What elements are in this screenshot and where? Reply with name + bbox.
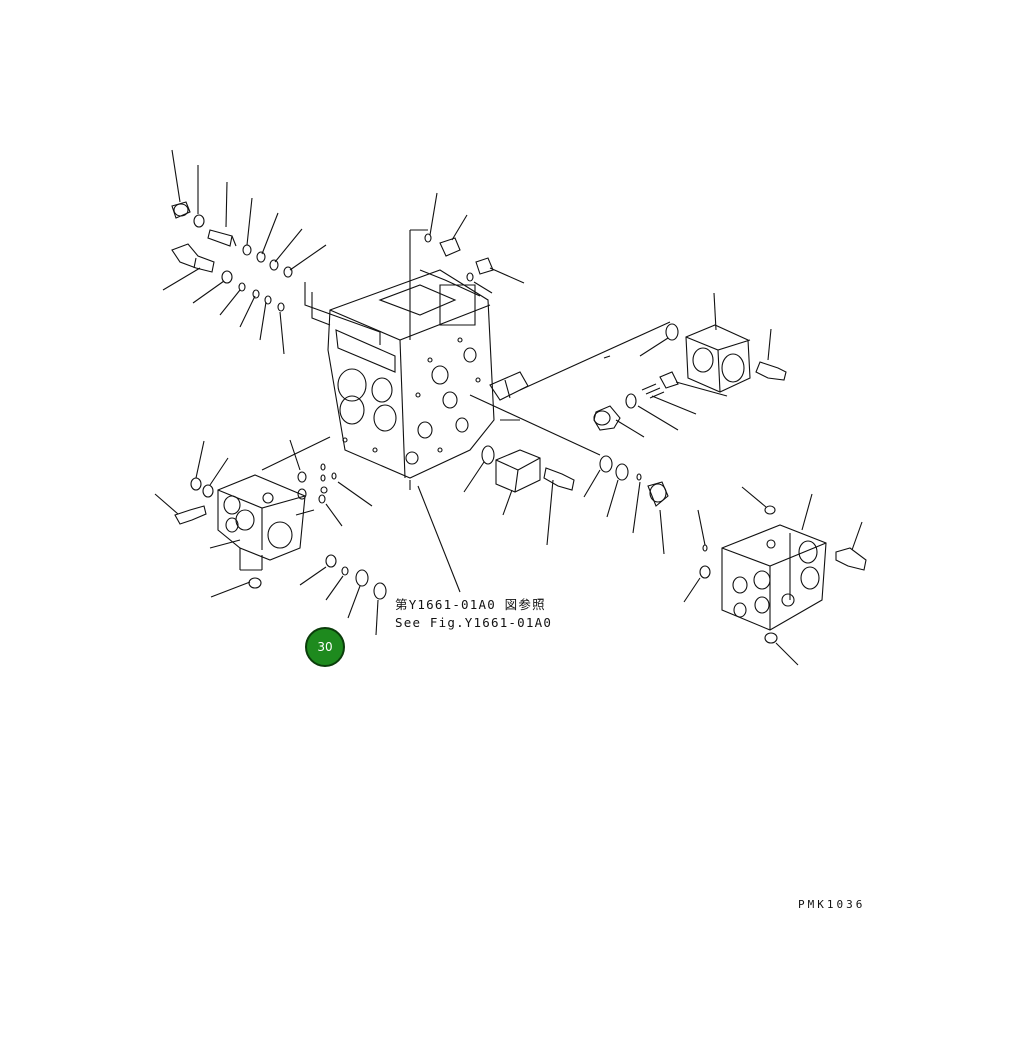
- left-sub-valve: [155, 440, 386, 635]
- upper-left-fittings: [163, 150, 326, 354]
- drawing-code: PMK1036: [798, 898, 866, 911]
- reference-note-english: See Fig.Y1661-01A0: [395, 615, 553, 630]
- callout-badge[interactable]: 30: [305, 627, 345, 667]
- right-sub-valve: [684, 487, 866, 665]
- top-fittings: [425, 193, 524, 293]
- reference-note: 第Y1661-01A0 図参照 See Fig.Y1661-01A0: [395, 596, 552, 632]
- right-flange: [594, 293, 786, 437]
- callout-badge-number: 30: [317, 640, 333, 654]
- main-valve-body: [305, 230, 528, 490]
- mid-block: [464, 446, 668, 554]
- assembly-leader-lines: [262, 322, 670, 592]
- reference-note-japanese: 第Y1661-01A0 図参照: [395, 597, 546, 612]
